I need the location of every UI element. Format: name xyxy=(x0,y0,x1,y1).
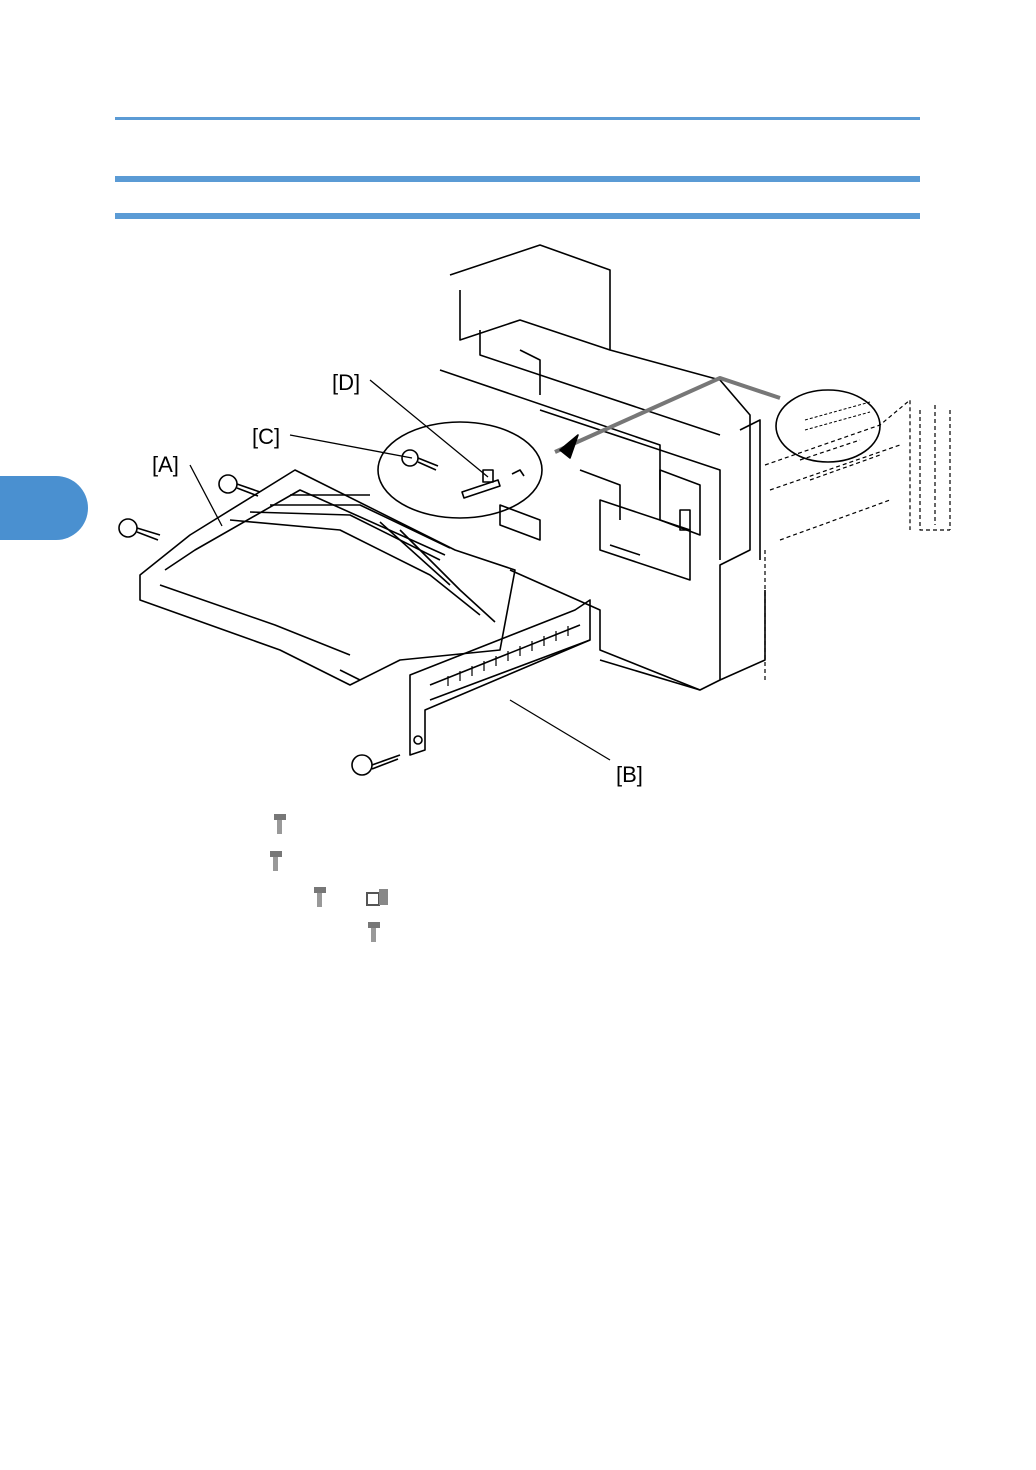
cover-a xyxy=(140,470,515,685)
callout-d: [D] xyxy=(332,370,360,395)
callout-b: [B] xyxy=(616,762,643,787)
header-rule-lower xyxy=(115,213,920,219)
procedure-steps xyxy=(0,810,1036,950)
callout-a: [A] xyxy=(152,452,179,477)
detail-circle-hint xyxy=(805,402,870,430)
header-rule-thin xyxy=(115,117,920,120)
chapter-side-tab xyxy=(0,476,88,540)
screw-cover-top xyxy=(219,475,260,496)
screw-icon xyxy=(268,812,290,838)
screw-icon xyxy=(308,885,330,911)
screw-bracket xyxy=(352,755,400,775)
screw-icon xyxy=(264,849,286,875)
dashed-frame xyxy=(765,400,950,680)
cable-guide xyxy=(555,378,780,452)
screw-c xyxy=(402,450,438,470)
callout-c: [C] xyxy=(252,424,280,449)
machine-body xyxy=(440,245,765,690)
connector-icon xyxy=(364,885,392,911)
detail-circle-sensor xyxy=(378,422,542,518)
sensor-d xyxy=(462,470,524,498)
header-rule-upper xyxy=(115,176,920,182)
screw-icon xyxy=(362,920,384,946)
screw-cover-left xyxy=(119,519,160,540)
exploded-view-diagram: [A] [C] [D] [B] xyxy=(100,230,970,800)
